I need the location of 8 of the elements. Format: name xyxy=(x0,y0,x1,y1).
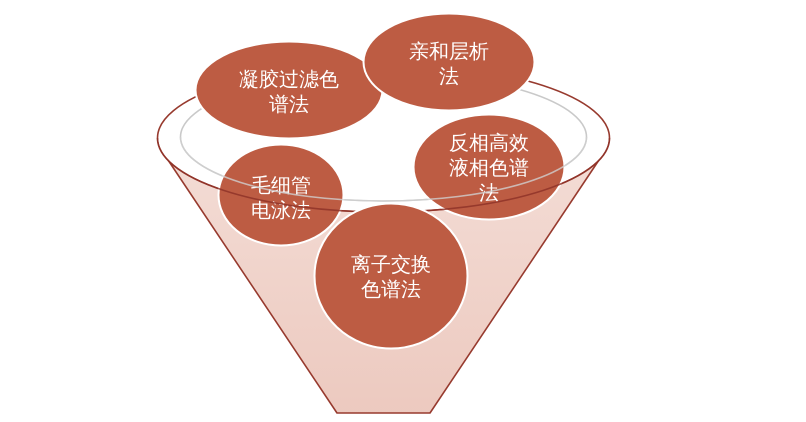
method-circle xyxy=(217,143,345,247)
method-circle xyxy=(412,113,566,221)
method-label: 凝胶过滤色谱法 xyxy=(238,67,340,117)
method-label: 离子交换色谱法 xyxy=(350,252,432,302)
method-circle xyxy=(194,40,384,140)
method-circle xyxy=(313,202,469,350)
method-label: 亲和层析法 xyxy=(408,39,490,89)
method-circle xyxy=(362,12,536,112)
